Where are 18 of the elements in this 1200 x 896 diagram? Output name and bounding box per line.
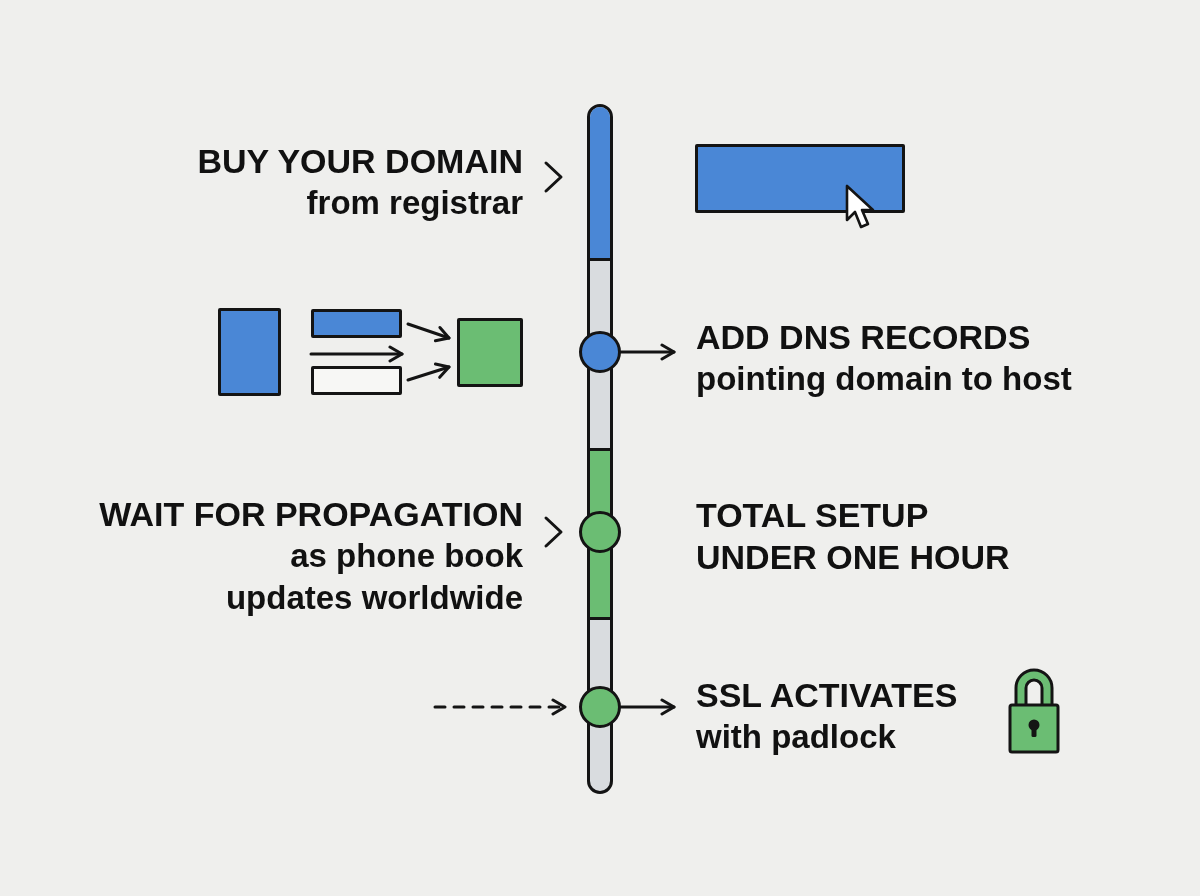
step-title: TOTAL SETUP UNDER ONE HOUR xyxy=(696,495,1011,578)
arrow xyxy=(619,343,676,361)
document-block xyxy=(218,308,281,396)
empty-record-bar xyxy=(311,366,402,395)
step-description: as phone book updates worldwide xyxy=(224,536,523,618)
arrow xyxy=(406,362,451,382)
step-title: ADD DNS RECORDS xyxy=(696,317,1031,358)
record-bar xyxy=(311,309,402,338)
step-description: with padlock xyxy=(696,717,896,757)
step-description: pointing domain to host xyxy=(696,359,1072,399)
step-title: SSL ACTIVATES xyxy=(696,675,958,716)
dashed-arrow xyxy=(433,698,567,716)
arrow xyxy=(406,322,451,343)
step-title: BUY YOUR DOMAIN xyxy=(197,141,523,182)
arrow xyxy=(619,698,676,716)
step-title: WAIT FOR PROPAGATION xyxy=(99,494,523,535)
target-square xyxy=(457,318,523,387)
step-description: from registrar xyxy=(306,183,523,223)
